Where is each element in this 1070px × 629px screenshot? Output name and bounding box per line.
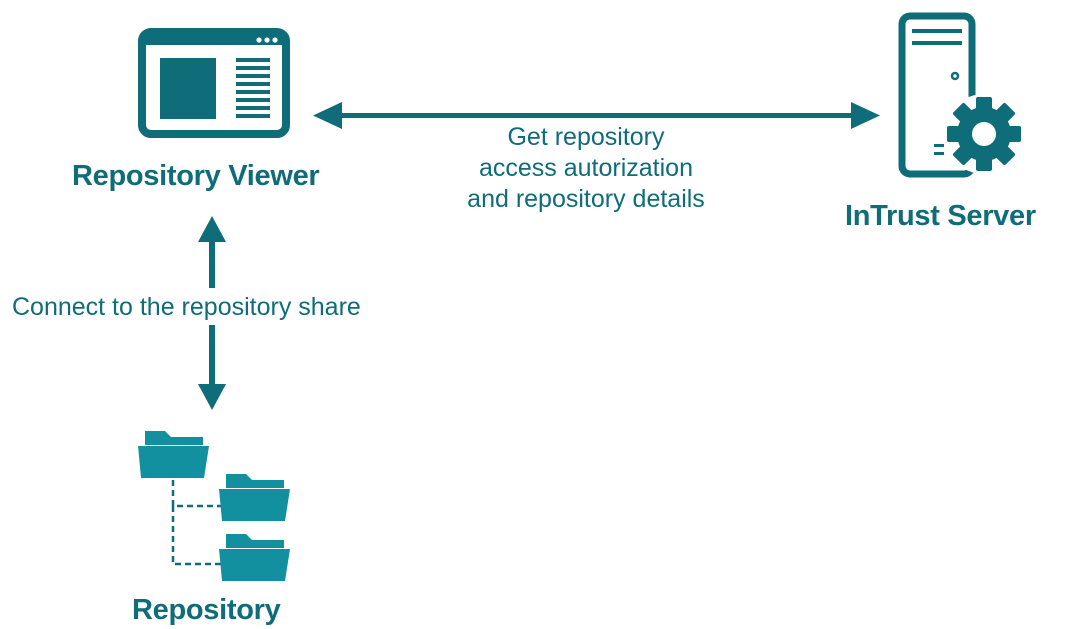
browser-window-icon: [138, 28, 290, 138]
edge-label-line: and repository details: [467, 185, 705, 213]
server-gear-icon: [898, 12, 1024, 178]
viewer-server-edge-label: Get repository access autorization and r…: [436, 122, 736, 215]
viewer-repository-edge-label: Connect to the repository share: [10, 293, 363, 322]
repository-label: Repository: [132, 594, 281, 626]
viewer-server-arrow: [313, 102, 880, 129]
viewer-repository-arrow: [198, 216, 226, 410]
edge-label-line: Get repository: [507, 123, 665, 151]
intrust-server-label: InTrust Server: [845, 200, 1036, 232]
edge-label-line: access autorization: [478, 154, 693, 182]
folder-tree-icon: [138, 431, 290, 581]
repository-viewer-label: Repository Viewer: [72, 160, 320, 192]
